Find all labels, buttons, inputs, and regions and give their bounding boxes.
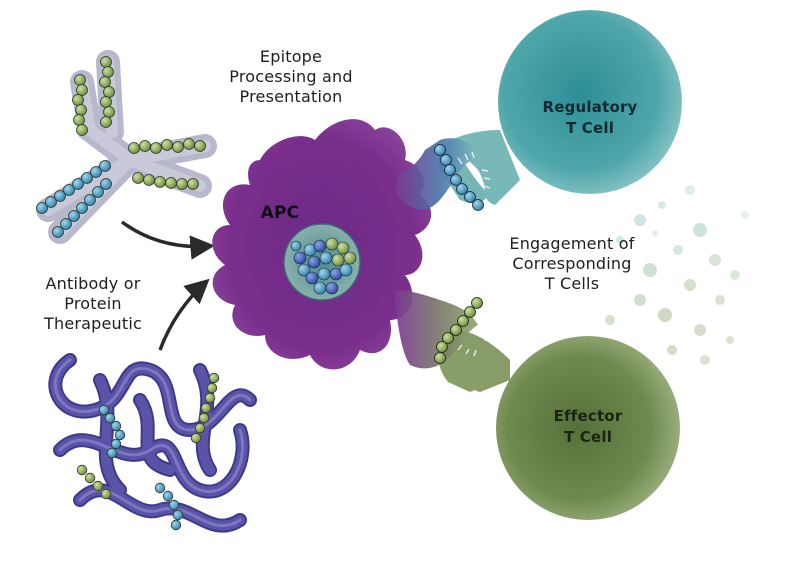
apc-nucleus-peptides xyxy=(290,237,357,295)
antibody-therapeutic-label: Antibody or Protein Therapeutic xyxy=(18,274,168,334)
arrow-antibody-to-apc xyxy=(120,220,215,260)
epitope-line-1: Epitope xyxy=(259,47,323,66)
tcr-receptor-effector xyxy=(457,321,493,357)
apc-label-text: APC xyxy=(260,203,300,223)
engagement-line-3: T Cells xyxy=(544,274,600,293)
antibody-epitopes xyxy=(36,56,206,238)
antibody-line-1: Antibody or xyxy=(45,274,141,293)
protein-epitopes xyxy=(76,372,220,531)
epitope-line-2: Processing and xyxy=(229,67,353,86)
engagement-line-2: Corresponding xyxy=(512,254,632,273)
regulatory-line-2: T Cell xyxy=(565,119,615,137)
engagement-line-1: Engagement of xyxy=(509,234,635,253)
antibody-line-3: Therapeutic xyxy=(44,314,142,333)
synapse-epitope-effector xyxy=(434,297,483,364)
epitope-line-3: Presentation xyxy=(239,87,343,106)
effector-line-1: Effector xyxy=(553,407,623,425)
arrow-protein-to-apc xyxy=(158,278,210,351)
effector-t-cell-label: Effector T Cell xyxy=(528,406,648,448)
apc-label: APC xyxy=(252,203,308,223)
antibody-line-2: Protein xyxy=(64,294,122,313)
engagement-label: Engagement of Corresponding T Cells xyxy=(492,234,652,294)
effector-line-2: T Cell xyxy=(563,428,613,446)
epitope-processing-label: Epitope Processing and Presentation xyxy=(206,47,376,107)
synapse-epitope-regulatory xyxy=(434,144,484,211)
regulatory-t-cell-label: Regulatory T Cell xyxy=(530,97,650,139)
regulatory-line-1: Regulatory xyxy=(542,98,638,116)
tcr-receptor-regulatory xyxy=(457,151,491,189)
particle-cloud xyxy=(605,185,749,365)
protein-therapeutic xyxy=(48,353,257,533)
